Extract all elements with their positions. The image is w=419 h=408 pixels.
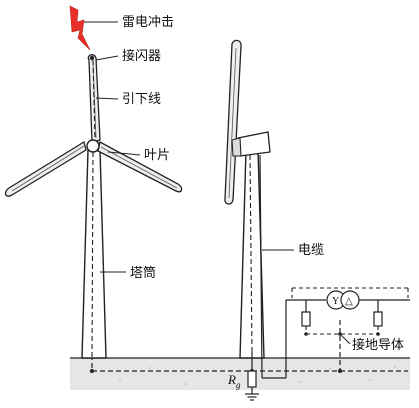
lightning-bolt-icon [69,5,91,51]
label-rg-sub: g [236,380,241,390]
left-hub [86,139,100,153]
left-blades [4,54,183,197]
label-cable: 电缆 [298,242,324,258]
right-turbine [224,39,326,379]
label-down-conductor: 引下线 [122,92,161,107]
transformer-secondary-symbol: △ [345,296,353,307]
equipment-bonding [291,287,409,335]
ground [70,357,410,390]
label-rg-main: R [227,372,236,387]
label-ground-conductor: 接地导体 [352,337,404,353]
power-cable [259,154,326,379]
label-lightning-strike: 雷电冲击 [122,15,174,30]
left-turbine [4,54,183,359]
right-blade [224,39,242,205]
air-terminal-point [89,55,95,61]
label-tower: 塔筒 [130,265,156,281]
leader-lines [84,21,351,345]
left-tower [81,149,107,359]
label-blade: 叶片 [144,148,170,163]
left-down-conductor [91,59,96,358]
right-nacelle [237,131,271,157]
label-air-terminal: 接闪器 [122,48,161,64]
transformer-station [301,290,410,327]
label-rg: Rg [227,372,241,390]
grounding-resistor [245,352,259,401]
transformer-primary-symbol: Y [332,296,339,307]
